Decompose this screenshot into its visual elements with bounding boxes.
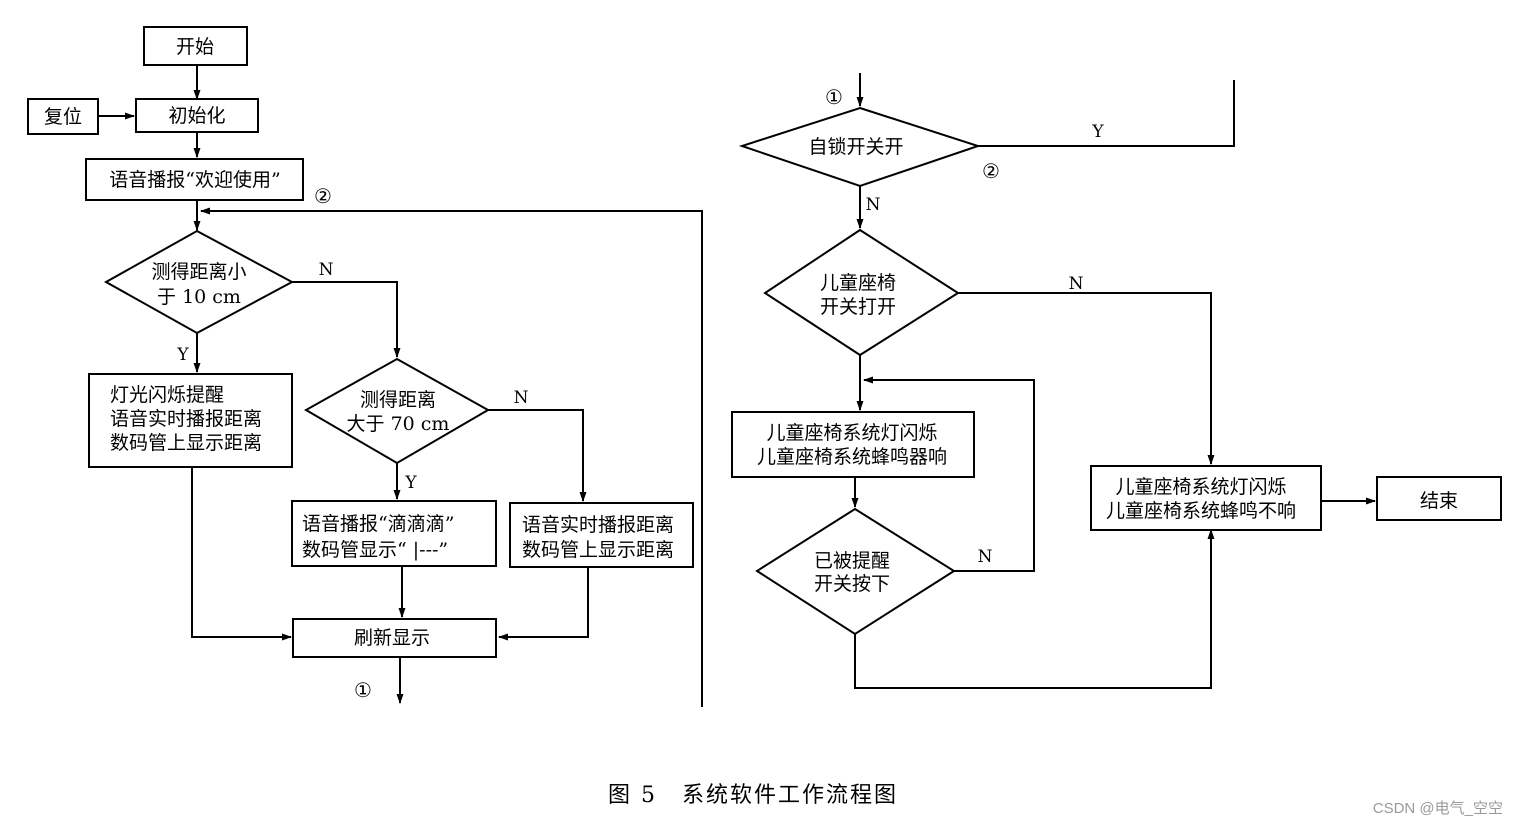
welcome-label: 语音播报“欢迎使用” [109, 169, 280, 191]
seat-silent-box [1090, 465, 1322, 531]
edge-dist-large-no [488, 409, 587, 502]
watermark: CSDN @电气_空空 [1373, 800, 1503, 817]
drip-box [291, 500, 497, 567]
alert-near-line-3: 数码管上显示距离 [110, 432, 262, 454]
edge-realtime-refresh [498, 567, 589, 641]
edge-reminded-yes [854, 529, 1215, 689]
edge-selflock-yes [978, 80, 1235, 147]
dist-large-label-2: 大于 70 cm [347, 413, 450, 435]
alert-near-box [88, 373, 293, 468]
end-box [1376, 476, 1502, 521]
reminded-line-2: 开关按下 [814, 573, 890, 595]
dist-small-no: N [319, 260, 334, 280]
drip-line-2: 数码管显示“ |---” [302, 539, 448, 561]
edge-reminded-no [863, 376, 1035, 572]
refresh-label: 刷新显示 [354, 627, 430, 649]
seat-switch-no: N [1069, 274, 1084, 294]
realtime-line-2: 数码管上显示距离 [522, 539, 674, 561]
dist-large-diamond [303, 357, 491, 465]
reminded-line-1: 已被提醒 [814, 550, 890, 572]
drip-line-1: 语音播报“滴滴滴” [302, 513, 454, 535]
seat-switch-line-1: 儿童座椅 [820, 272, 896, 294]
self-lock-yes: Y [1091, 122, 1104, 142]
self-lock-no: N [866, 195, 881, 215]
seat-alarm-line-2: 儿童座椅系统蜂鸣器响 [757, 446, 947, 468]
alert-near-line-2: 语音实时播报距离 [110, 408, 262, 430]
connector-2-right: ② [982, 159, 1000, 183]
dist-small-yes: Y [176, 345, 189, 365]
edge-loop-back [200, 207, 703, 707]
dist-small-label-1: 测得距离小 [151, 261, 246, 283]
edge-seat-switch-no [958, 292, 1215, 465]
dist-small-label-2: 于 10 cm [157, 286, 241, 308]
figure-number: 图 5 [608, 783, 657, 808]
seat-alarm-line-1: 儿童座椅系统灯闪烁 [766, 422, 937, 444]
figure-title: 系统软件工作流程图 [682, 783, 898, 808]
reset-label: 复位 [44, 106, 82, 128]
init-label: 初始化 [168, 105, 225, 127]
seat-switch-diamond [763, 228, 960, 357]
dist-large-yes: Y [404, 473, 417, 493]
refresh-box [292, 618, 497, 658]
self-lock-label: 自锁开关开 [808, 136, 903, 158]
connector-1-left: ① [354, 678, 372, 702]
init-box [135, 98, 259, 133]
reminded-diamond [755, 507, 956, 636]
seat-switch-line-2: 开关打开 [820, 296, 896, 318]
start-box [143, 26, 248, 66]
connector-1-right: ① [825, 85, 843, 109]
edge-dist-small-no [292, 281, 401, 358]
seat-silent-line-2: 儿童座椅系统蜂鸣不响 [1106, 500, 1296, 522]
end-label: 结束 [1420, 490, 1458, 512]
start-label: 开始 [176, 36, 214, 58]
welcome-box [85, 158, 304, 201]
reset-box [27, 98, 99, 135]
realtime-line-1: 语音实时播报距离 [522, 514, 674, 536]
alert-near-line-1: 灯光闪烁提醒 [110, 384, 224, 406]
connector-2-left: ② [314, 184, 332, 208]
dist-small-diamond [103, 229, 295, 335]
realtime-box [509, 502, 694, 568]
dist-large-label-1: 测得距离 [360, 389, 436, 411]
seat-alarm-box [731, 411, 975, 478]
self-lock-diamond [738, 106, 982, 188]
edge-alert-refresh [191, 467, 292, 641]
dist-large-no: N [514, 388, 529, 408]
seat-silent-line-1: 儿童座椅系统灯闪烁 [1115, 476, 1286, 498]
reminded-no: N [978, 547, 993, 567]
